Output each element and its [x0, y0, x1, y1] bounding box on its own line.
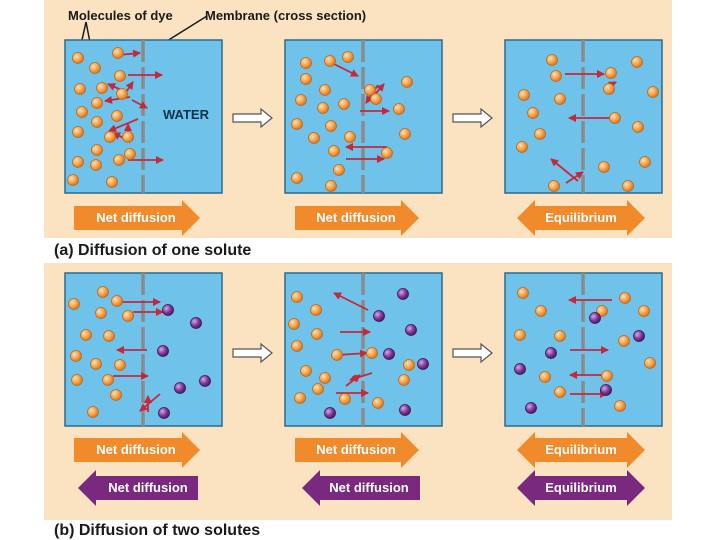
- net-diffusion-label-a2: Net diffusion: [316, 210, 396, 225]
- equilibrium-arrow-a3: [517, 200, 645, 236]
- membranes: [141, 40, 585, 426]
- process-arrow-b1: [232, 342, 273, 364]
- equilibrium-arrow-b3: [517, 432, 645, 468]
- orange-dye-molecules: [67, 47, 659, 418]
- net-diffusion-label-b1: Net diffusion: [96, 442, 176, 457]
- net-diffusion-label-b2: Net diffusion: [316, 442, 396, 457]
- water-box-b2: [284, 272, 443, 427]
- orange-label-arrows: [74, 200, 645, 468]
- net-diffusion-label-a1: Net diffusion: [96, 210, 176, 225]
- equilibrium-purple-arrow-b3: [517, 470, 645, 506]
- net-diffusion-purple-arrow-b2: [302, 470, 420, 506]
- process-arrow-a2: [452, 107, 493, 129]
- process-arrow-a1: [232, 107, 273, 129]
- net-diffusion-arrow-b1: [74, 432, 200, 468]
- net-diffusion-arrow-b2: [295, 432, 419, 468]
- equilibrium-label-a3: Equilibrium: [545, 210, 617, 225]
- membrane-label: Membrane (cross section): [205, 8, 367, 23]
- dye-molecules-label: Molecules of dye: [68, 8, 173, 23]
- caption-one-solute: (a) Diffusion of one solute: [54, 242, 252, 259]
- net-diffusion-arrow-a1: [74, 200, 200, 236]
- process-arrows: [232, 107, 493, 364]
- net-diffusion-purple-arrow-b1: [78, 470, 198, 506]
- purple-label-arrows: [78, 470, 645, 506]
- net-diffusion-arrow-a2: [295, 200, 419, 236]
- caption-two-solutes: (b) Diffusion of two solutes: [54, 522, 261, 539]
- purple-dye-molecules: [157, 288, 645, 419]
- water-label: WATER: [163, 107, 209, 122]
- equilibrium-label-b3: Equilibrium: [545, 442, 617, 457]
- equilibrium-purple-label-b3: Equilibrium: [545, 480, 617, 495]
- net-diffusion-purple-label-b1: Net diffusion: [108, 480, 188, 495]
- net-diffusion-purple-label-b2: Net diffusion: [329, 480, 409, 495]
- process-arrow-b2: [452, 342, 493, 364]
